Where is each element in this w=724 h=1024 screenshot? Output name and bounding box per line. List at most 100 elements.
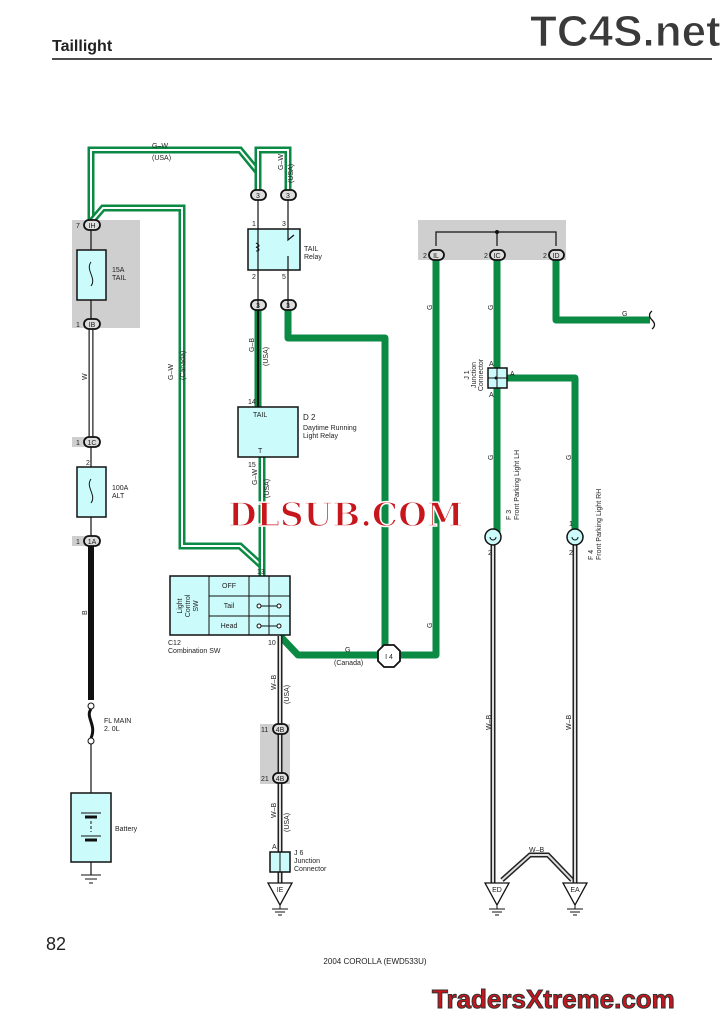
page-number: 82	[46, 934, 66, 954]
ground-label: EA	[570, 887, 580, 894]
connector-label: 3	[256, 193, 260, 200]
connector-label: 1A	[88, 539, 97, 546]
connector-ib: IB 1	[76, 318, 101, 330]
pin-label: 10	[268, 640, 276, 647]
wire-g-id	[552, 255, 650, 324]
pin-label: 1	[76, 322, 80, 329]
wire-label: G–B	[249, 338, 256, 352]
component-code: J 1	[464, 370, 471, 379]
pin-label: 15	[248, 462, 256, 469]
component-name: Daytime Running	[303, 425, 357, 432]
connector-label: ID	[553, 253, 560, 260]
wire-wb	[277, 545, 578, 885]
ground-ie-icon: IE	[266, 882, 294, 916]
component-name: Junction	[471, 362, 478, 388]
wire-label: (Canada)	[180, 351, 187, 380]
pin-label: 1	[76, 440, 80, 447]
wire-label: (USA)	[152, 155, 171, 162]
component-code: J 6	[294, 850, 303, 857]
wire-label: G	[622, 311, 627, 318]
connector-ih: IH7	[76, 219, 101, 231]
switch-position-off: OFF	[222, 583, 236, 590]
connector-label: IB	[89, 322, 96, 329]
wire-label: W–B	[271, 675, 278, 691]
wire-label: (USA)	[284, 813, 291, 832]
relay-name: Relay	[304, 254, 322, 261]
pin-label: 2	[543, 253, 547, 260]
wire-label: G	[345, 647, 350, 654]
wire-label: G–W	[152, 143, 168, 150]
fuse-rating: 100A	[112, 485, 129, 492]
pin-label: 2	[86, 460, 90, 467]
switch-name: Light	[177, 598, 184, 613]
pin-label: 1	[252, 221, 256, 228]
wire-label: G	[427, 623, 434, 628]
wire-label: (USA)	[284, 685, 291, 704]
component-code: F 3	[506, 510, 513, 520]
component-name: Connector	[478, 358, 485, 391]
dlsub-watermark: DLSUB.COM	[228, 495, 463, 534]
pin-label: A	[272, 844, 277, 851]
wire-g-relay	[284, 308, 389, 655]
wire-label: (USA)	[263, 347, 270, 366]
wire-label: G	[488, 455, 495, 460]
switch-name: Control	[185, 594, 192, 617]
battery: Battery	[70, 792, 138, 863]
ground-ea-icon: EA	[561, 882, 589, 916]
connector-label: IH	[89, 223, 96, 230]
terminal-label: T	[258, 448, 263, 455]
component-code: F 4	[588, 550, 595, 560]
pin-label: 14	[248, 399, 256, 406]
wire-label: G–W	[252, 469, 259, 485]
connector-label: 4B	[276, 776, 285, 783]
component-code: D 2	[303, 413, 316, 422]
component-name: Connector	[294, 866, 327, 873]
pin-label: 1	[76, 539, 80, 546]
component-name: Junction	[294, 858, 320, 865]
pin-label: 3	[282, 221, 286, 228]
wire-label: W	[82, 373, 89, 380]
pin-label: A	[510, 371, 515, 378]
ground-label: IE	[277, 887, 284, 894]
wire-label: W–B	[486, 715, 493, 731]
terminal-label: TAIL	[253, 412, 267, 419]
splice-i4: I 4	[377, 644, 401, 668]
connector-label: 1C	[88, 440, 97, 447]
pin-label: A	[489, 361, 494, 368]
component-name: Light Relay	[303, 433, 339, 440]
wire-label: W–B	[271, 803, 278, 819]
tradersxtreme-watermark: TradersXtreme.com	[432, 984, 675, 1014]
pin-label: 5	[282, 274, 286, 281]
ground-ed-icon: ED	[483, 882, 511, 916]
wire-label: (USA)	[264, 479, 271, 498]
battery-label: Battery	[115, 826, 138, 833]
pin-label: 2	[484, 253, 488, 260]
pin-label: 1	[569, 521, 573, 528]
wire-label: G	[427, 305, 434, 310]
connector-label: IC	[494, 253, 501, 260]
connector-1c: 1C 1	[76, 436, 101, 448]
fuse-name: ALT	[112, 493, 125, 500]
fuse-rating: 2. 0L	[104, 726, 120, 733]
wire-label: G	[566, 455, 573, 460]
connector-ic: IC 2	[484, 249, 506, 261]
pin-label: 2	[252, 274, 256, 281]
pin-label: 2	[569, 550, 573, 557]
ground-battery-icon	[81, 874, 101, 884]
pin-label: 13	[257, 569, 265, 576]
wire-label: B	[82, 610, 89, 615]
connector-label: 3	[286, 193, 290, 200]
wire-label: G–W	[278, 154, 285, 170]
connector-relay-3-top-right: 3	[280, 189, 297, 201]
connector-il: IL2	[423, 249, 445, 261]
